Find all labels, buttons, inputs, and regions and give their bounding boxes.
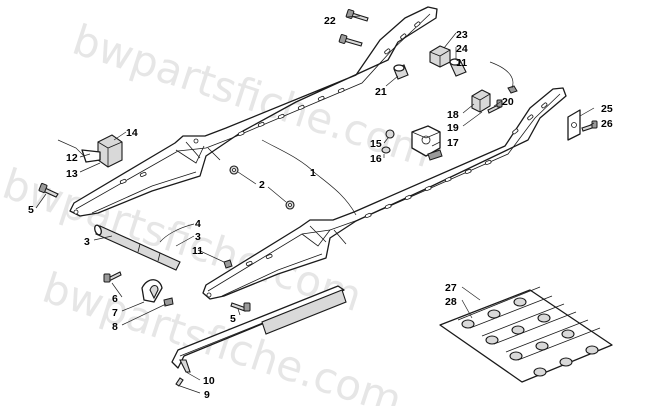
- screw-9: [175, 377, 184, 387]
- callout-19: 19: [447, 122, 459, 134]
- callout-22: 22: [324, 15, 336, 27]
- callout-9: 9: [204, 389, 210, 401]
- callout-13: 13: [66, 168, 78, 180]
- callout-17: 17: [447, 137, 459, 149]
- callout-8: 8: [112, 321, 118, 333]
- callout-26: 26: [601, 118, 613, 130]
- callout-18: 18: [447, 109, 459, 121]
- callout-24: 24: [456, 43, 468, 55]
- callout-2: 2: [259, 179, 265, 191]
- spacer-21: [393, 64, 409, 80]
- callout-27: 27: [445, 282, 457, 294]
- hardware-5-11-lower: [223, 259, 251, 312]
- block-23: [429, 45, 451, 68]
- callout-6: 6: [112, 293, 118, 305]
- callout-21: 21: [375, 86, 387, 98]
- callout-7: 7: [112, 307, 118, 319]
- callout-14: 14: [126, 127, 138, 139]
- rail-lower: [202, 87, 567, 300]
- bushing-24: [449, 58, 467, 77]
- callout-11-lower: 11: [192, 245, 203, 257]
- bolt-20: [487, 99, 503, 114]
- callout-3-left: 3: [84, 236, 90, 248]
- bolt-5-left: [38, 182, 59, 198]
- callout-3-right: 3: [195, 231, 201, 243]
- callout-1: 1: [310, 167, 316, 179]
- track-clips: [461, 297, 599, 377]
- bracket-15-16-17: [381, 125, 443, 161]
- callout-23: 23: [456, 29, 468, 41]
- bracket-25: [567, 109, 581, 141]
- callout-10: 10: [203, 375, 215, 387]
- rail-upper: [69, 6, 438, 217]
- leader-lines: [35, 15, 595, 394]
- wear-strip: [171, 285, 347, 373]
- nut-11-upper: [507, 85, 518, 94]
- callout-5-lower: 5: [230, 313, 236, 325]
- callout-5-left: 5: [28, 204, 34, 216]
- spacer-washers: [229, 165, 295, 210]
- cross-shaft: [94, 224, 181, 271]
- bolt-22b: [338, 34, 363, 47]
- callout-25: 25: [601, 103, 613, 115]
- bolt-26: [581, 120, 598, 132]
- callout-labels: 22 23 24 11 21 18 19 20 25 26 15 16 17 1…: [28, 15, 613, 401]
- cable-12: [57, 139, 85, 157]
- block-18: [471, 89, 491, 113]
- callout-16: 16: [370, 153, 382, 165]
- callout-20: 20: [502, 96, 514, 108]
- rail-lower-holes: [206, 102, 548, 298]
- hardware-6-7-8: [103, 271, 174, 307]
- track-clip-assembly: [439, 286, 613, 383]
- rail-upper-holes: [73, 21, 421, 215]
- bolt-22: [345, 9, 369, 22]
- callout-11-upper: 11: [456, 57, 467, 69]
- callout-28: 28: [445, 296, 457, 308]
- callout-12: 12: [66, 152, 78, 164]
- callout-15: 15: [370, 138, 382, 150]
- bracket-14: [81, 134, 123, 168]
- callout-4: 4: [195, 218, 201, 230]
